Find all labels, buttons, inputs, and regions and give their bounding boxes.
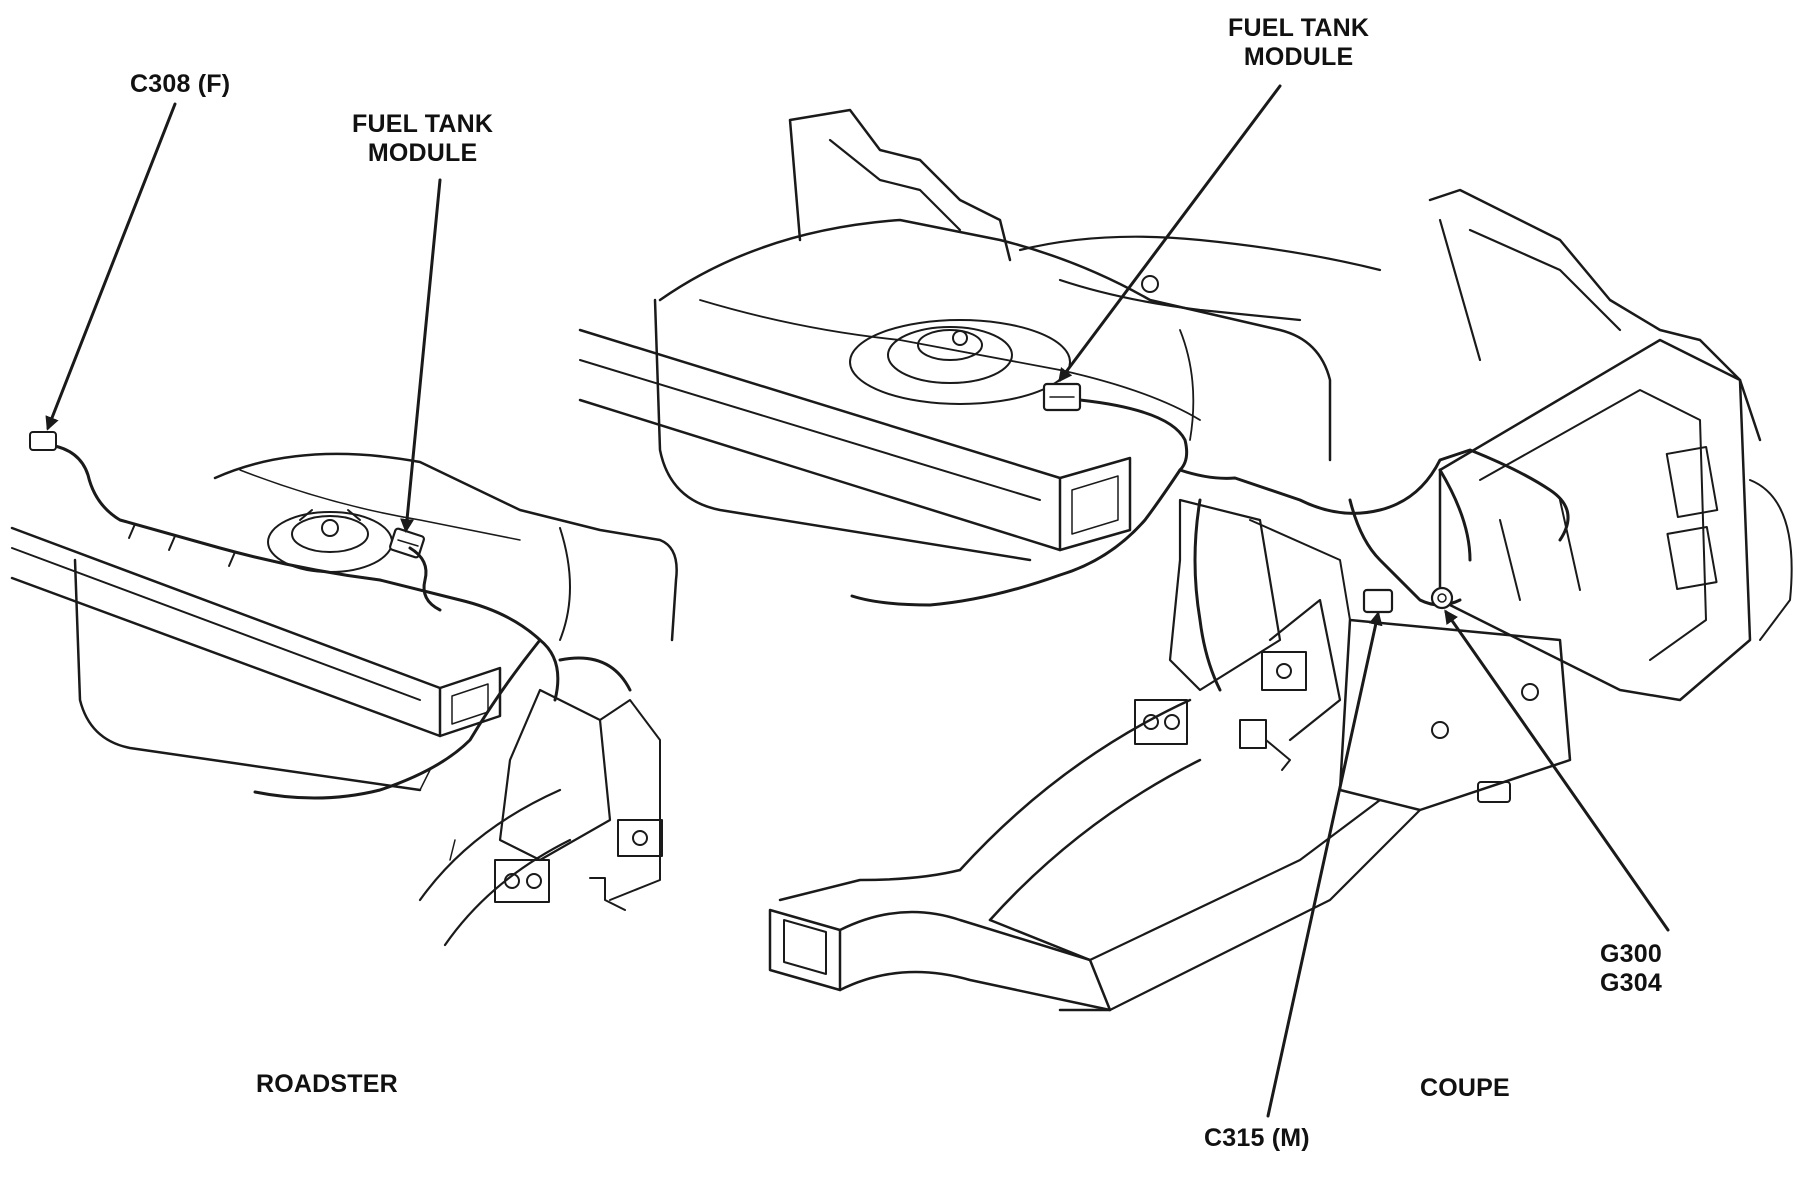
coupe-rear-body-panel (788, 108, 1762, 442)
callout-arrows (45, 84, 1670, 1118)
label-roadster-module-line2: MODULE (367, 139, 478, 167)
label-coupe-fuel-tank-module: FUEL TANK MODULE (1228, 14, 1369, 72)
label-coupe-module-line2: MODULE (1243, 43, 1354, 71)
arrow-roadster-module (400, 178, 442, 533)
coupe-frame-rail (578, 328, 1132, 552)
label-c315-connector: C315 (M) (1204, 1124, 1310, 1152)
label-roadster-fuel-tank-module: FUEL TANK MODULE (352, 110, 493, 168)
coupe-harness (850, 382, 1570, 692)
arrow-coupe-ground (1444, 609, 1670, 932)
caption-roadster: ROADSTER (256, 1070, 398, 1098)
label-ground-points: G300 G304 (1600, 940, 1662, 998)
arrow-coupe-module (1058, 84, 1282, 383)
label-c308-connector: C308 (F) (130, 70, 231, 98)
roadster-assembly (10, 431, 678, 947)
roadster-rear-crossmember (418, 688, 663, 947)
coupe-cradle (1249, 519, 1572, 812)
roadster-frame-rail (10, 526, 502, 738)
coupe-lower-frame (768, 698, 1422, 1012)
roadster-fuel-tank (73, 452, 678, 792)
label-coupe-module-line1: FUEL TANK (1228, 14, 1370, 42)
coupe-suspension-brackets (1134, 498, 1342, 771)
label-g304: G304 (1600, 969, 1662, 997)
label-roadster-module-line1: FUEL TANK (352, 110, 494, 138)
caption-coupe: COUPE (1420, 1074, 1510, 1102)
roadster-harness (29, 431, 632, 800)
label-g300: G300 (1600, 940, 1662, 968)
coupe-rear-frame-box (1438, 338, 1793, 702)
arrow-coupe-connector (1266, 611, 1383, 1118)
coupe-assembly (578, 108, 1793, 1012)
arrow-roadster-connector (45, 102, 177, 431)
coupe-fuel-tank (653, 218, 1332, 562)
